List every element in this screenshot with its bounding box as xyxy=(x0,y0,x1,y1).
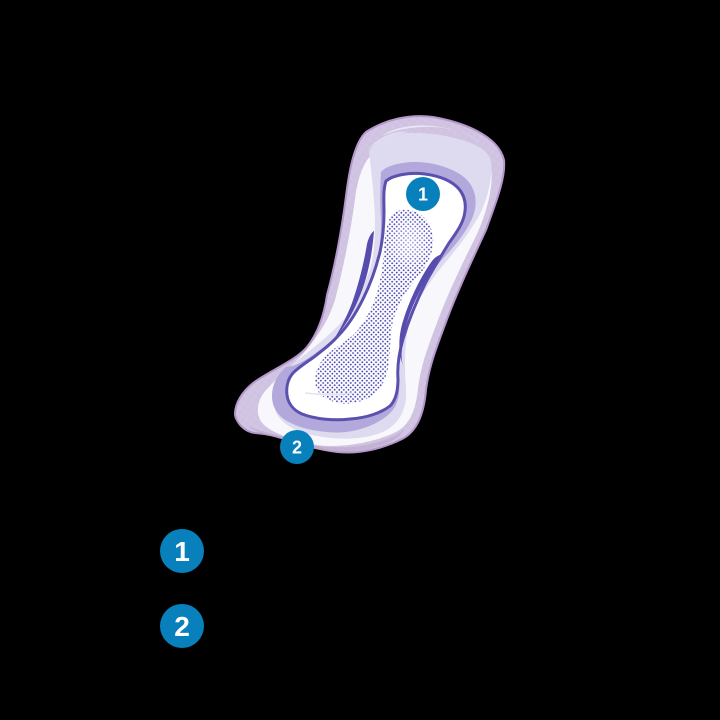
svg-text:1: 1 xyxy=(174,536,190,567)
svg-text:1: 1 xyxy=(418,185,428,205)
svg-text:2: 2 xyxy=(174,611,190,642)
svg-text:2: 2 xyxy=(292,438,302,458)
